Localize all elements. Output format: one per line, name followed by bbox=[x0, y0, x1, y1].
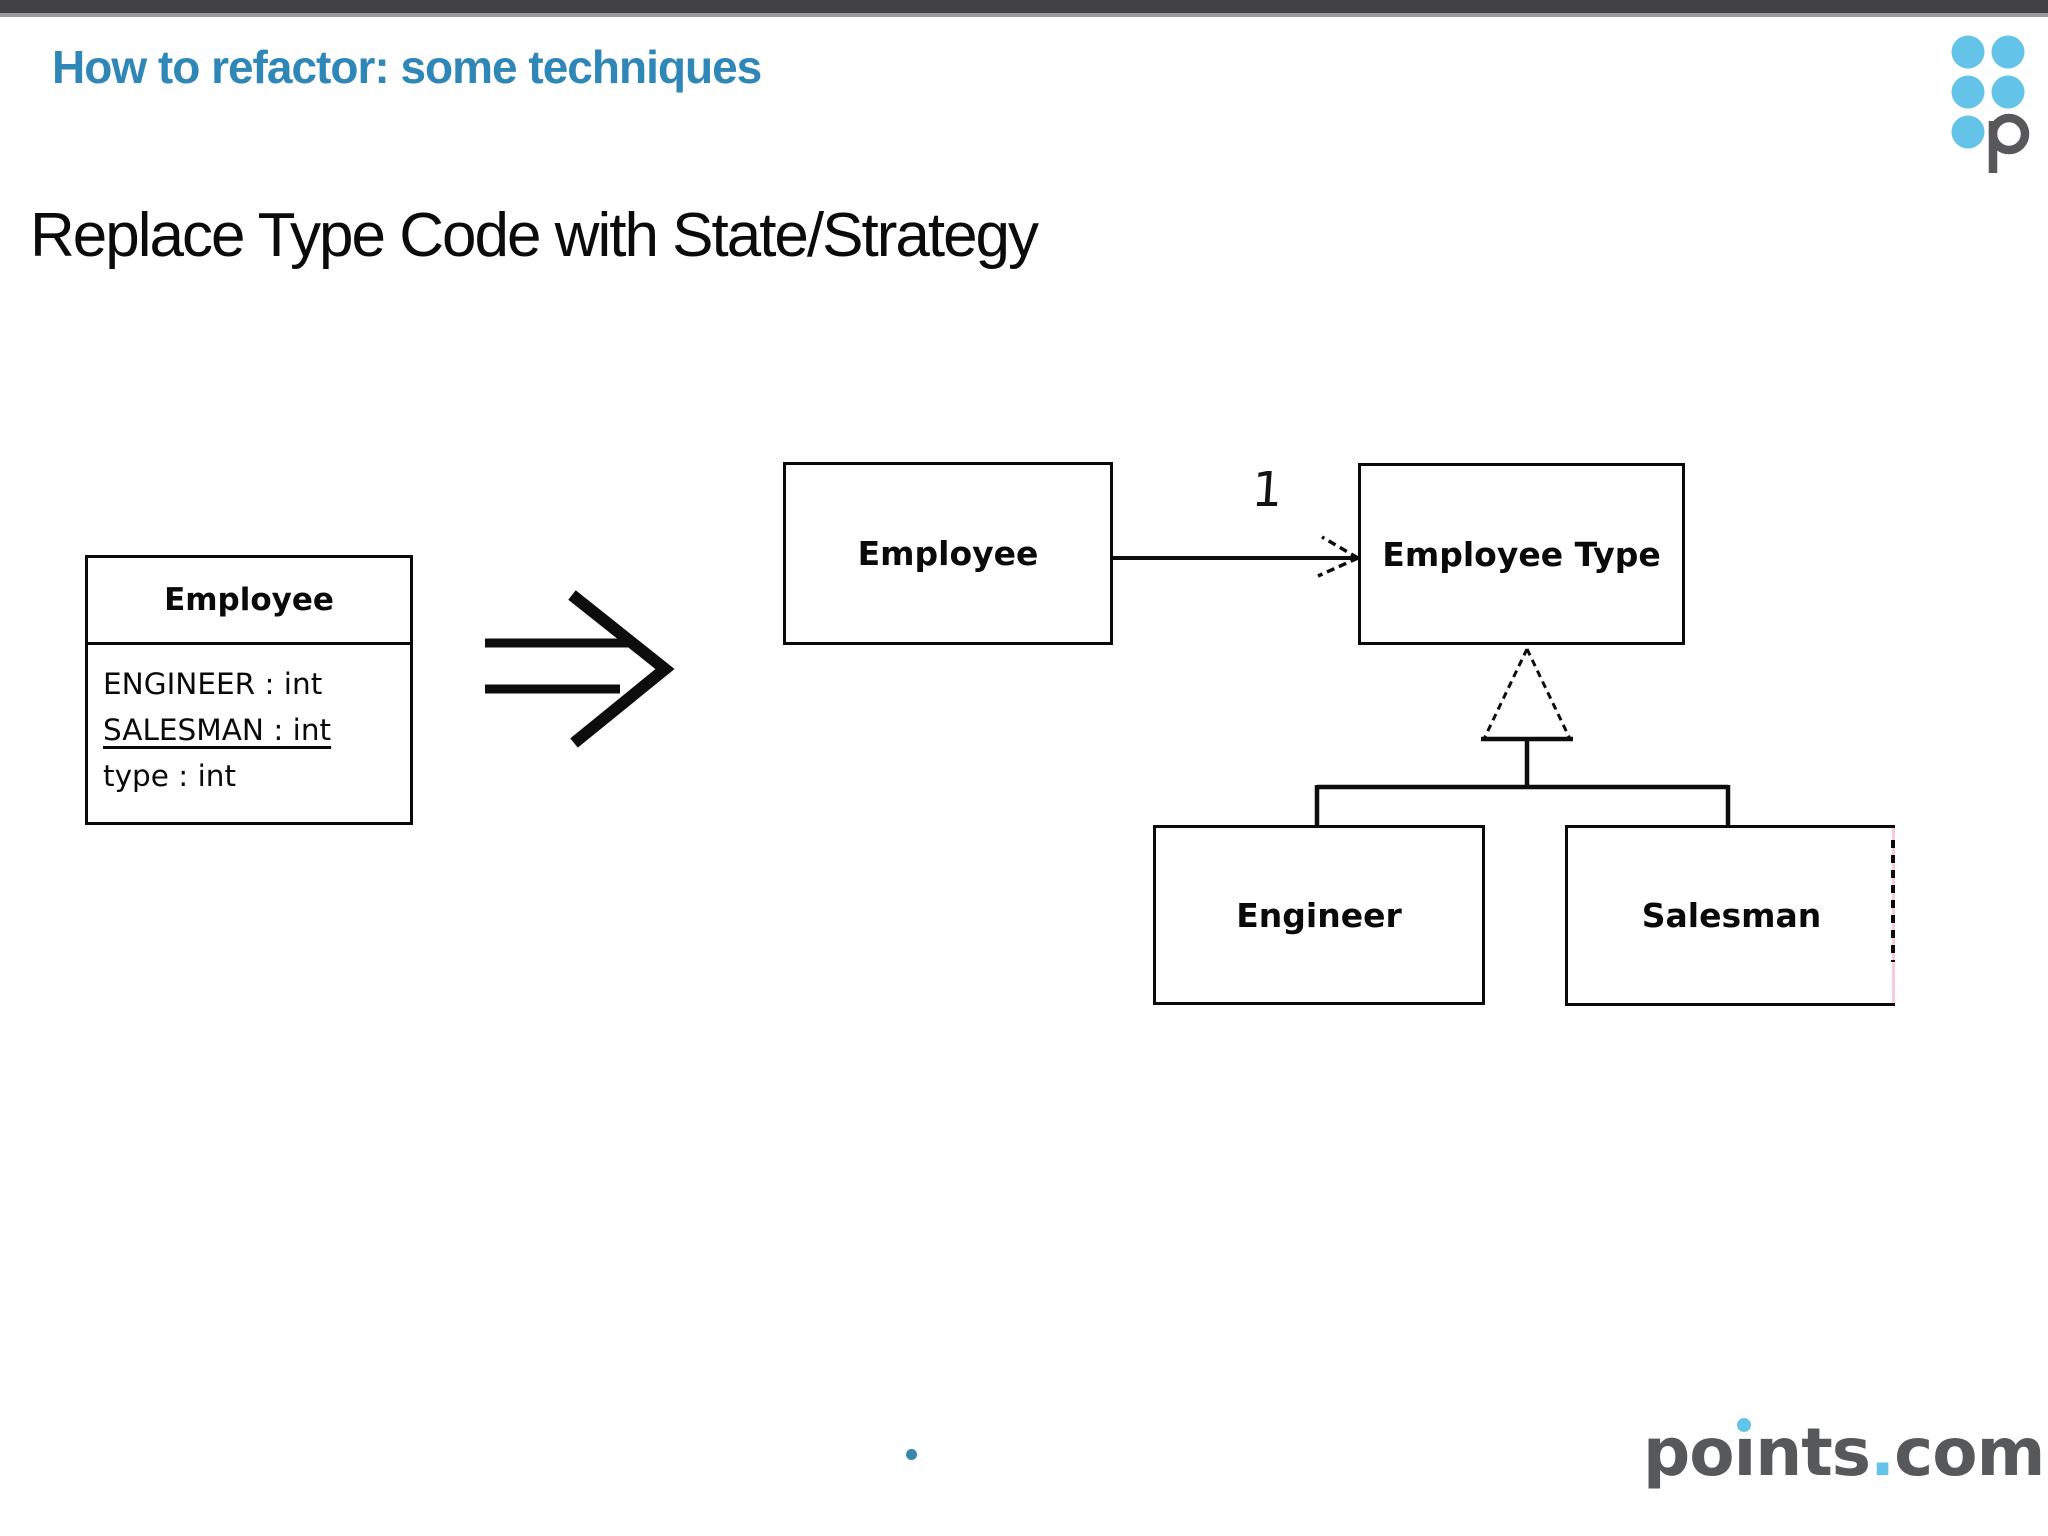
attribute-type: type : int bbox=[103, 759, 237, 793]
association-arrow bbox=[1113, 535, 1359, 578]
i-dot bbox=[1737, 1418, 1752, 1432]
wordmark-i: ı bbox=[1733, 1414, 1757, 1491]
before-employee-class-box: Employee ENGINEER : int SALESMAN : int t… bbox=[85, 555, 413, 825]
top-window-bar bbox=[0, 0, 2048, 13]
after-employee-class-box: Employee bbox=[783, 462, 1113, 645]
class-attributes: ENGINEER : int SALESMAN : int type : int bbox=[88, 645, 410, 799]
inheritance-triangle-connector bbox=[1314, 648, 1731, 827]
wordmark-dot: . bbox=[1870, 1414, 1895, 1491]
salesman-dotted-edge bbox=[1891, 840, 1895, 962]
association-multiplicity-label: 1 bbox=[1250, 462, 1285, 518]
page-title: Replace Type Code with State/Strategy bbox=[30, 201, 1039, 270]
salesman-class-box: Salesman bbox=[1565, 825, 1895, 1006]
logo-p-glyph bbox=[1988, 113, 2030, 173]
top-bar-divider bbox=[0, 13, 2048, 17]
slide-kicker: How to refactor: some techniques bbox=[52, 41, 762, 93]
engineer-class-box: Engineer bbox=[1153, 825, 1485, 1005]
class-name-label: Employee Type bbox=[1382, 534, 1661, 574]
wordmark-tld: com bbox=[1894, 1414, 2045, 1491]
class-name-label: Salesman bbox=[1641, 896, 1822, 935]
class-name-label: Employee bbox=[88, 558, 410, 645]
double-right-arrow-icon bbox=[485, 590, 675, 748]
class-name-label: Engineer bbox=[1236, 895, 1402, 935]
class-name-label: Employee bbox=[857, 534, 1039, 573]
wordmark-post: nts bbox=[1755, 1414, 1871, 1491]
attribute-salesman: SALESMAN : int bbox=[103, 713, 332, 747]
wordmark-pre: po bbox=[1643, 1414, 1735, 1491]
bullet-dot bbox=[906, 1449, 917, 1460]
attribute-engineer: ENGINEER : int bbox=[103, 667, 323, 701]
employee-type-class-box: Employee Type bbox=[1358, 463, 1685, 645]
points-logo bbox=[1951, 35, 2030, 173]
